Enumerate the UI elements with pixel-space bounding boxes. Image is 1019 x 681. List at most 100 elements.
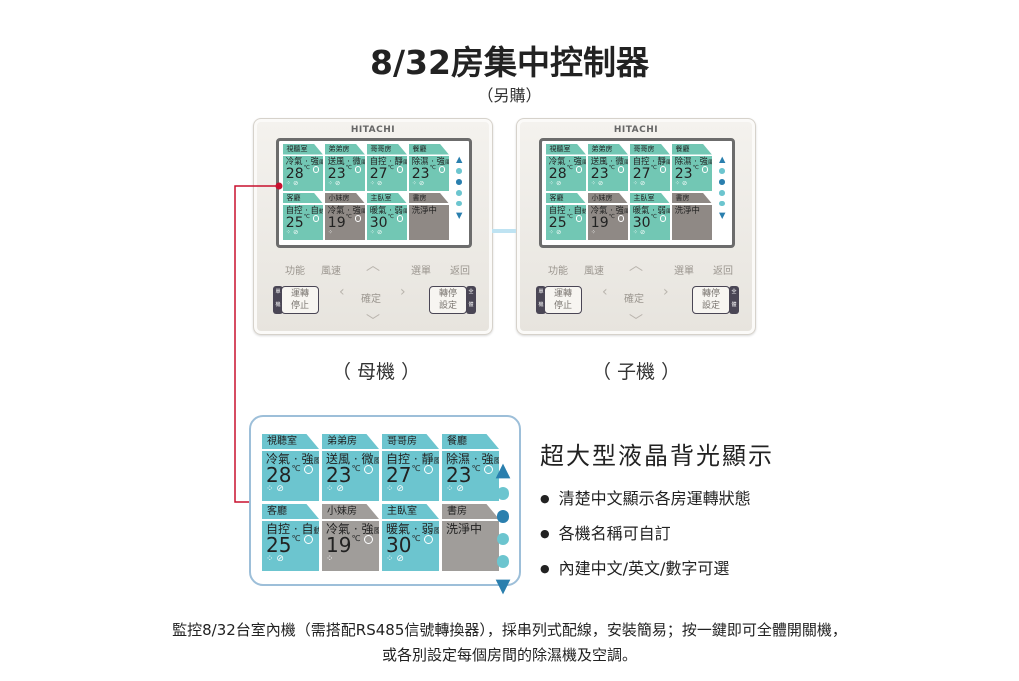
down-arrow-icon[interactable]: ﹀	[629, 314, 643, 330]
clock-icon	[354, 215, 361, 222]
description: 監控8/32台室內機（需搭配RS485信號轉換器），採串列式配線，安裝簡易；按一…	[0, 618, 1019, 668]
back-button[interactable]: 返回	[713, 266, 733, 277]
room-name: 餐廳	[671, 144, 712, 155]
room-tile[interactable]: 書房洗淨中	[408, 192, 449, 240]
down-arrow-icon[interactable]: ﹀	[366, 314, 380, 330]
page-dot	[496, 555, 510, 569]
clock-icon	[424, 535, 434, 544]
room-temp: 19℃	[328, 215, 362, 230]
fan-speed-button[interactable]: 風速	[584, 266, 604, 277]
left-arrow-icon[interactable]: ‹	[602, 284, 608, 300]
degree-unit: ℃	[303, 214, 310, 221]
mode-label: 冷氣 · 強	[266, 452, 314, 466]
function-button[interactable]: 功能	[285, 266, 305, 277]
room-tile[interactable]: 書房洗淨中	[442, 504, 499, 571]
fan-speed-button[interactable]: 風速	[321, 266, 341, 277]
scroll-up-icon[interactable]: ▲	[455, 154, 463, 165]
page-dot	[719, 200, 725, 207]
scroll-down-icon[interactable]: ▼	[718, 209, 726, 220]
room-mode: 自控 · 靜風	[386, 452, 439, 466]
room-name: 客廳	[283, 192, 323, 204]
degree-unit: ℃	[566, 165, 573, 172]
fan-timer-icons: ⁘ ⊘	[326, 484, 344, 494]
menu-button[interactable]: 選單	[411, 266, 431, 277]
clock-icon	[659, 166, 666, 173]
degree-unit: ℃	[291, 534, 301, 543]
mode-label: 自控 · 靜	[386, 452, 434, 466]
run-stop-button[interactable]: 運轉停止	[281, 286, 319, 314]
degree-unit: ℃	[351, 464, 361, 473]
temp-value: 28	[548, 166, 567, 183]
temp-value: 23	[674, 166, 693, 183]
room-status: 洗淨中	[671, 204, 712, 240]
scroll-up-icon[interactable]: ▲	[495, 458, 511, 481]
timer-setting-button[interactable]: 轉停設定	[692, 286, 730, 314]
speed-suffix: 風	[433, 456, 439, 465]
left-arrow-icon[interactable]: ‹	[339, 284, 345, 300]
temp-value: 23	[411, 166, 430, 183]
scroll-up-icon[interactable]: ▲	[718, 154, 726, 165]
mode-label: 自控 · 自	[266, 522, 314, 536]
ok-button[interactable]: 確定	[624, 294, 644, 305]
mode-label: 自控 · 自	[285, 205, 319, 216]
clock-icon	[354, 166, 361, 173]
timer-setting-button[interactable]: 轉停設定	[429, 286, 467, 314]
room-mode: 冷氣 · 強風	[326, 523, 379, 535]
scroll-down-icon[interactable]: ▼	[455, 209, 463, 220]
room-tile[interactable]: 書房洗淨中	[671, 192, 712, 240]
all-units-label: 全體	[466, 286, 476, 314]
features: 超大型液晶背光顯示 清楚中文顯示各房運轉狀態 各機名稱可自訂 內建中文/英文/數…	[540, 436, 774, 590]
right-arrow-icon[interactable]: ›	[663, 284, 669, 300]
room-mode: 冷氣 · 強風	[549, 157, 586, 166]
menu-button[interactable]: 選單	[674, 266, 694, 277]
up-arrow-icon[interactable]: ︿	[629, 258, 643, 274]
back-button[interactable]: 返回	[450, 266, 470, 277]
tag-char: 機	[275, 302, 281, 308]
right-arrow-icon[interactable]: ›	[400, 284, 406, 300]
scroll-down-icon[interactable]: ▼	[495, 574, 511, 598]
room-mode: 冷氣 · 強風	[591, 206, 628, 215]
room-temp: 28℃	[266, 465, 315, 485]
mode-label: 自控 · 靜	[369, 156, 403, 167]
btn-line: 停止	[290, 301, 309, 311]
temp-value: 23	[327, 166, 346, 183]
tag-char: 機	[538, 302, 544, 308]
function-button[interactable]: 功能	[548, 266, 568, 277]
speed-suffix: 風	[313, 456, 319, 465]
clock-icon	[659, 215, 666, 222]
page-dot	[496, 509, 510, 523]
run-stop-button[interactable]: 運轉停止	[544, 286, 582, 314]
up-arrow-icon[interactable]: ︿	[366, 258, 380, 274]
feature-item: 內建中文/英文/數字可選	[540, 555, 774, 579]
ok-button[interactable]: 確定	[361, 294, 381, 305]
